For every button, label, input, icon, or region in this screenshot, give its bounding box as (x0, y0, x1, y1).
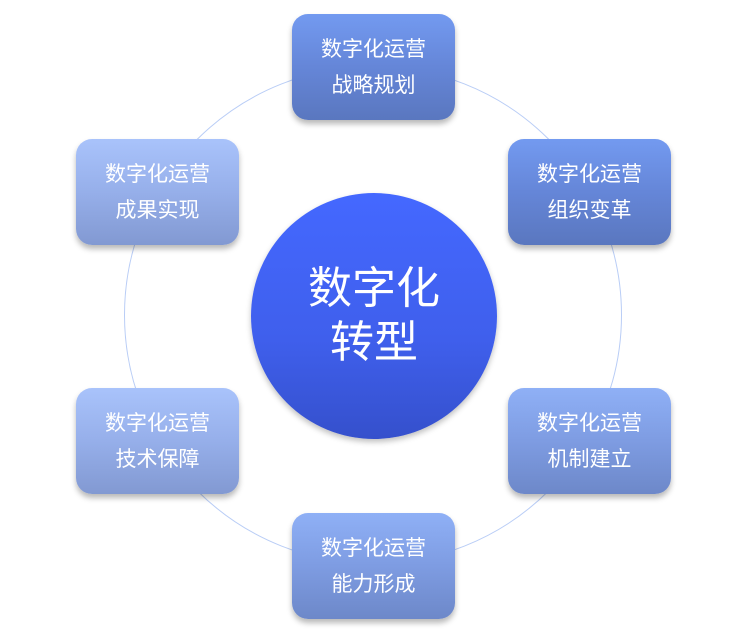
node-label-line2: 技术保障 (115, 447, 200, 471)
node-label-line2: 战略规划 (331, 73, 416, 97)
node-label-line1: 数字化运营 (537, 162, 642, 186)
node-capability-formation: 数字化运营 能力形成 (292, 513, 455, 619)
node-label-line1: 数字化运营 (321, 37, 426, 61)
node-label-line2: 组织变革 (547, 198, 632, 222)
node-label-line2: 机制建立 (547, 447, 632, 471)
center-label-line1: 数字化 (308, 263, 440, 314)
node-technical-support: 数字化运营 技术保障 (76, 388, 239, 494)
node-strategy-planning: 数字化运营 战略规划 (292, 14, 455, 120)
center-label-line2: 转型 (330, 317, 418, 368)
node-label-line1: 数字化运营 (537, 411, 642, 435)
node-label-line2: 能力形成 (331, 572, 416, 596)
node-label-line1: 数字化运营 (105, 162, 210, 186)
node-mechanism-building: 数字化运营 机制建立 (508, 388, 671, 494)
node-organization-change: 数字化运营 组织变革 (508, 139, 671, 245)
node-results-realization: 数字化运营 成果实现 (76, 139, 239, 245)
node-label-line1: 数字化运营 (105, 411, 210, 435)
node-label-line2: 成果实现 (115, 198, 200, 222)
node-label-line1: 数字化运营 (321, 536, 426, 560)
center-circle: 数字化 转型 (251, 193, 497, 439)
